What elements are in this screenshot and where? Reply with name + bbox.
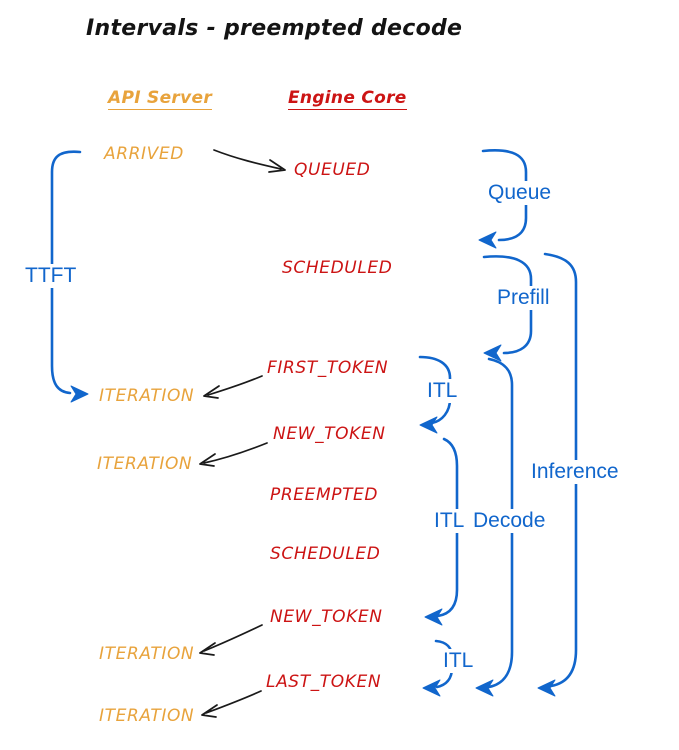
event-first-token: FIRST_TOKEN xyxy=(267,358,389,378)
interval-label-itl-last: ITL xyxy=(440,649,477,673)
diagram-title: Intervals - preempted decode xyxy=(86,16,463,41)
event-new-token-2: NEW_TOKEN xyxy=(270,607,383,627)
event-scheduled-1: SCHEDULED xyxy=(282,258,393,278)
event-arrived: ARRIVED xyxy=(104,144,184,164)
event-iteration-3: ITERATION xyxy=(99,644,195,664)
queue-arrowhead xyxy=(478,231,497,249)
event-queued: QUEUED xyxy=(294,160,371,180)
interval-label-prefill: Prefill xyxy=(494,286,553,310)
interval-label-queue: Queue xyxy=(485,181,555,205)
interval-label-itl-first: ITL xyxy=(424,379,461,403)
engine-core-column-header: Engine Core xyxy=(288,88,407,110)
itl-last-arrowhead xyxy=(422,679,441,697)
ttft-arrowhead xyxy=(70,385,89,403)
arrow-last-token-to-iteration xyxy=(201,690,262,718)
itl-preempt-arrowhead xyxy=(424,608,443,626)
itl-first-arrowhead xyxy=(419,416,438,434)
interval-label-ttft: TTFT xyxy=(22,264,80,288)
event-new-token-1: NEW_TOKEN xyxy=(273,424,386,444)
event-iteration-4: ITERATION xyxy=(99,706,195,726)
prefill-arrowhead xyxy=(483,344,502,362)
event-last-token: LAST_TOKEN xyxy=(266,672,382,692)
inference-arrowhead xyxy=(537,679,556,697)
arrow-new-token-to-iteration xyxy=(199,442,268,467)
interval-label-itl-preempt: ITL xyxy=(431,509,468,533)
interval-label-inference: Inference xyxy=(528,460,622,484)
event-iteration-1: ITERATION xyxy=(99,386,195,406)
api-server-column-header: API Server xyxy=(108,88,213,110)
event-preempted: PREEMPTED xyxy=(270,485,379,505)
event-scheduled-2: SCHEDULED xyxy=(270,544,381,564)
arrow-new-token2-to-iteration xyxy=(199,624,263,656)
event-iteration-2: ITERATION xyxy=(97,454,193,474)
prefill-bracket xyxy=(482,255,533,355)
arrow-first-token-to-iteration xyxy=(203,375,263,399)
interval-label-decode: Decode xyxy=(470,509,549,533)
decode-arrowhead xyxy=(475,679,494,697)
arrow-arrived-to-queued xyxy=(213,149,286,173)
